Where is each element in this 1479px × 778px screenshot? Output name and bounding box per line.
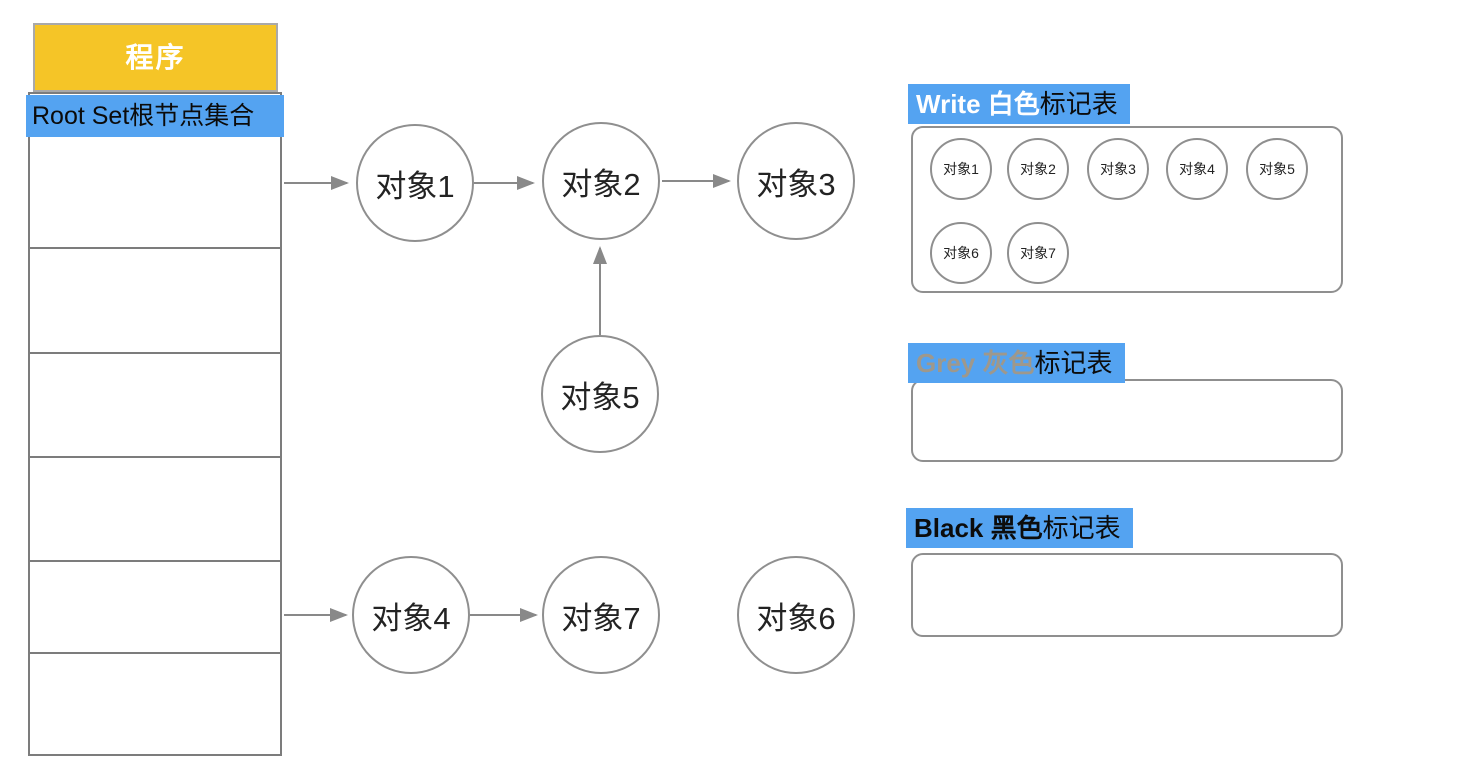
black-table-box	[911, 553, 1343, 637]
node-obj5-label: 对象5	[560, 379, 640, 415]
table-row-divider	[30, 652, 280, 654]
white-table-title-rest: 标记表	[1039, 89, 1118, 119]
white-item-obj3-label: 对象3	[1100, 161, 1136, 177]
node-obj5: 对象5	[541, 335, 659, 453]
node-obj2: 对象2	[542, 122, 660, 240]
node-obj4: 对象4	[352, 556, 470, 674]
root-set-label: Root Set根节点集合	[26, 95, 284, 137]
white-item-obj7: 对象7	[1007, 222, 1069, 284]
table-row-divider	[30, 456, 280, 458]
grey-table-title: Grey 灰色标记表	[908, 343, 1125, 383]
white-item-obj6: 对象6	[930, 222, 992, 284]
white-item-obj4-label: 对象4	[1179, 161, 1215, 177]
black-table-title-rest: 标记表	[1042, 513, 1121, 543]
node-obj3: 对象3	[737, 122, 855, 240]
program-memory-table	[28, 92, 282, 756]
grey-table-title-strong: Grey 灰色	[916, 348, 1035, 378]
node-obj1: 对象1	[356, 124, 474, 242]
white-item-obj2-label: 对象2	[1020, 161, 1056, 177]
grey-table-box	[911, 379, 1343, 462]
white-item-obj5-label: 对象5	[1259, 161, 1295, 177]
node-obj1-label: 对象1	[375, 168, 455, 204]
node-obj7: 对象7	[542, 556, 660, 674]
white-item-obj4: 对象4	[1166, 138, 1228, 200]
table-row-divider	[30, 352, 280, 354]
table-row-divider	[30, 247, 280, 249]
white-item-obj3: 对象3	[1087, 138, 1149, 200]
node-obj3-label: 对象3	[756, 166, 836, 202]
white-table-title-strong: Write 白色	[916, 89, 1040, 119]
white-item-obj5: 对象5	[1246, 138, 1308, 200]
white-table-box: 对象1 对象2 对象3 对象4 对象5 对象6 对象7	[911, 126, 1343, 293]
white-table-title: Write 白色标记表	[908, 84, 1130, 124]
white-item-obj1: 对象1	[930, 138, 992, 200]
node-obj4-label: 对象4	[371, 600, 451, 636]
program-header: 程序	[33, 23, 278, 92]
white-item-obj2: 对象2	[1007, 138, 1069, 200]
node-obj2-label: 对象2	[561, 166, 641, 202]
table-row-divider	[30, 560, 280, 562]
node-obj7-label: 对象7	[561, 600, 641, 636]
node-obj6-label: 对象6	[756, 600, 836, 636]
node-obj6: 对象6	[737, 556, 855, 674]
white-item-obj7-label: 对象7	[1020, 245, 1056, 261]
white-item-obj6-label: 对象6	[943, 245, 979, 261]
grey-table-title-rest: 标记表	[1034, 348, 1113, 378]
white-item-obj1-label: 对象1	[943, 161, 979, 177]
black-table-title: Black 黑色标记表	[906, 508, 1133, 548]
black-table-title-strong: Black 黑色	[914, 513, 1043, 543]
